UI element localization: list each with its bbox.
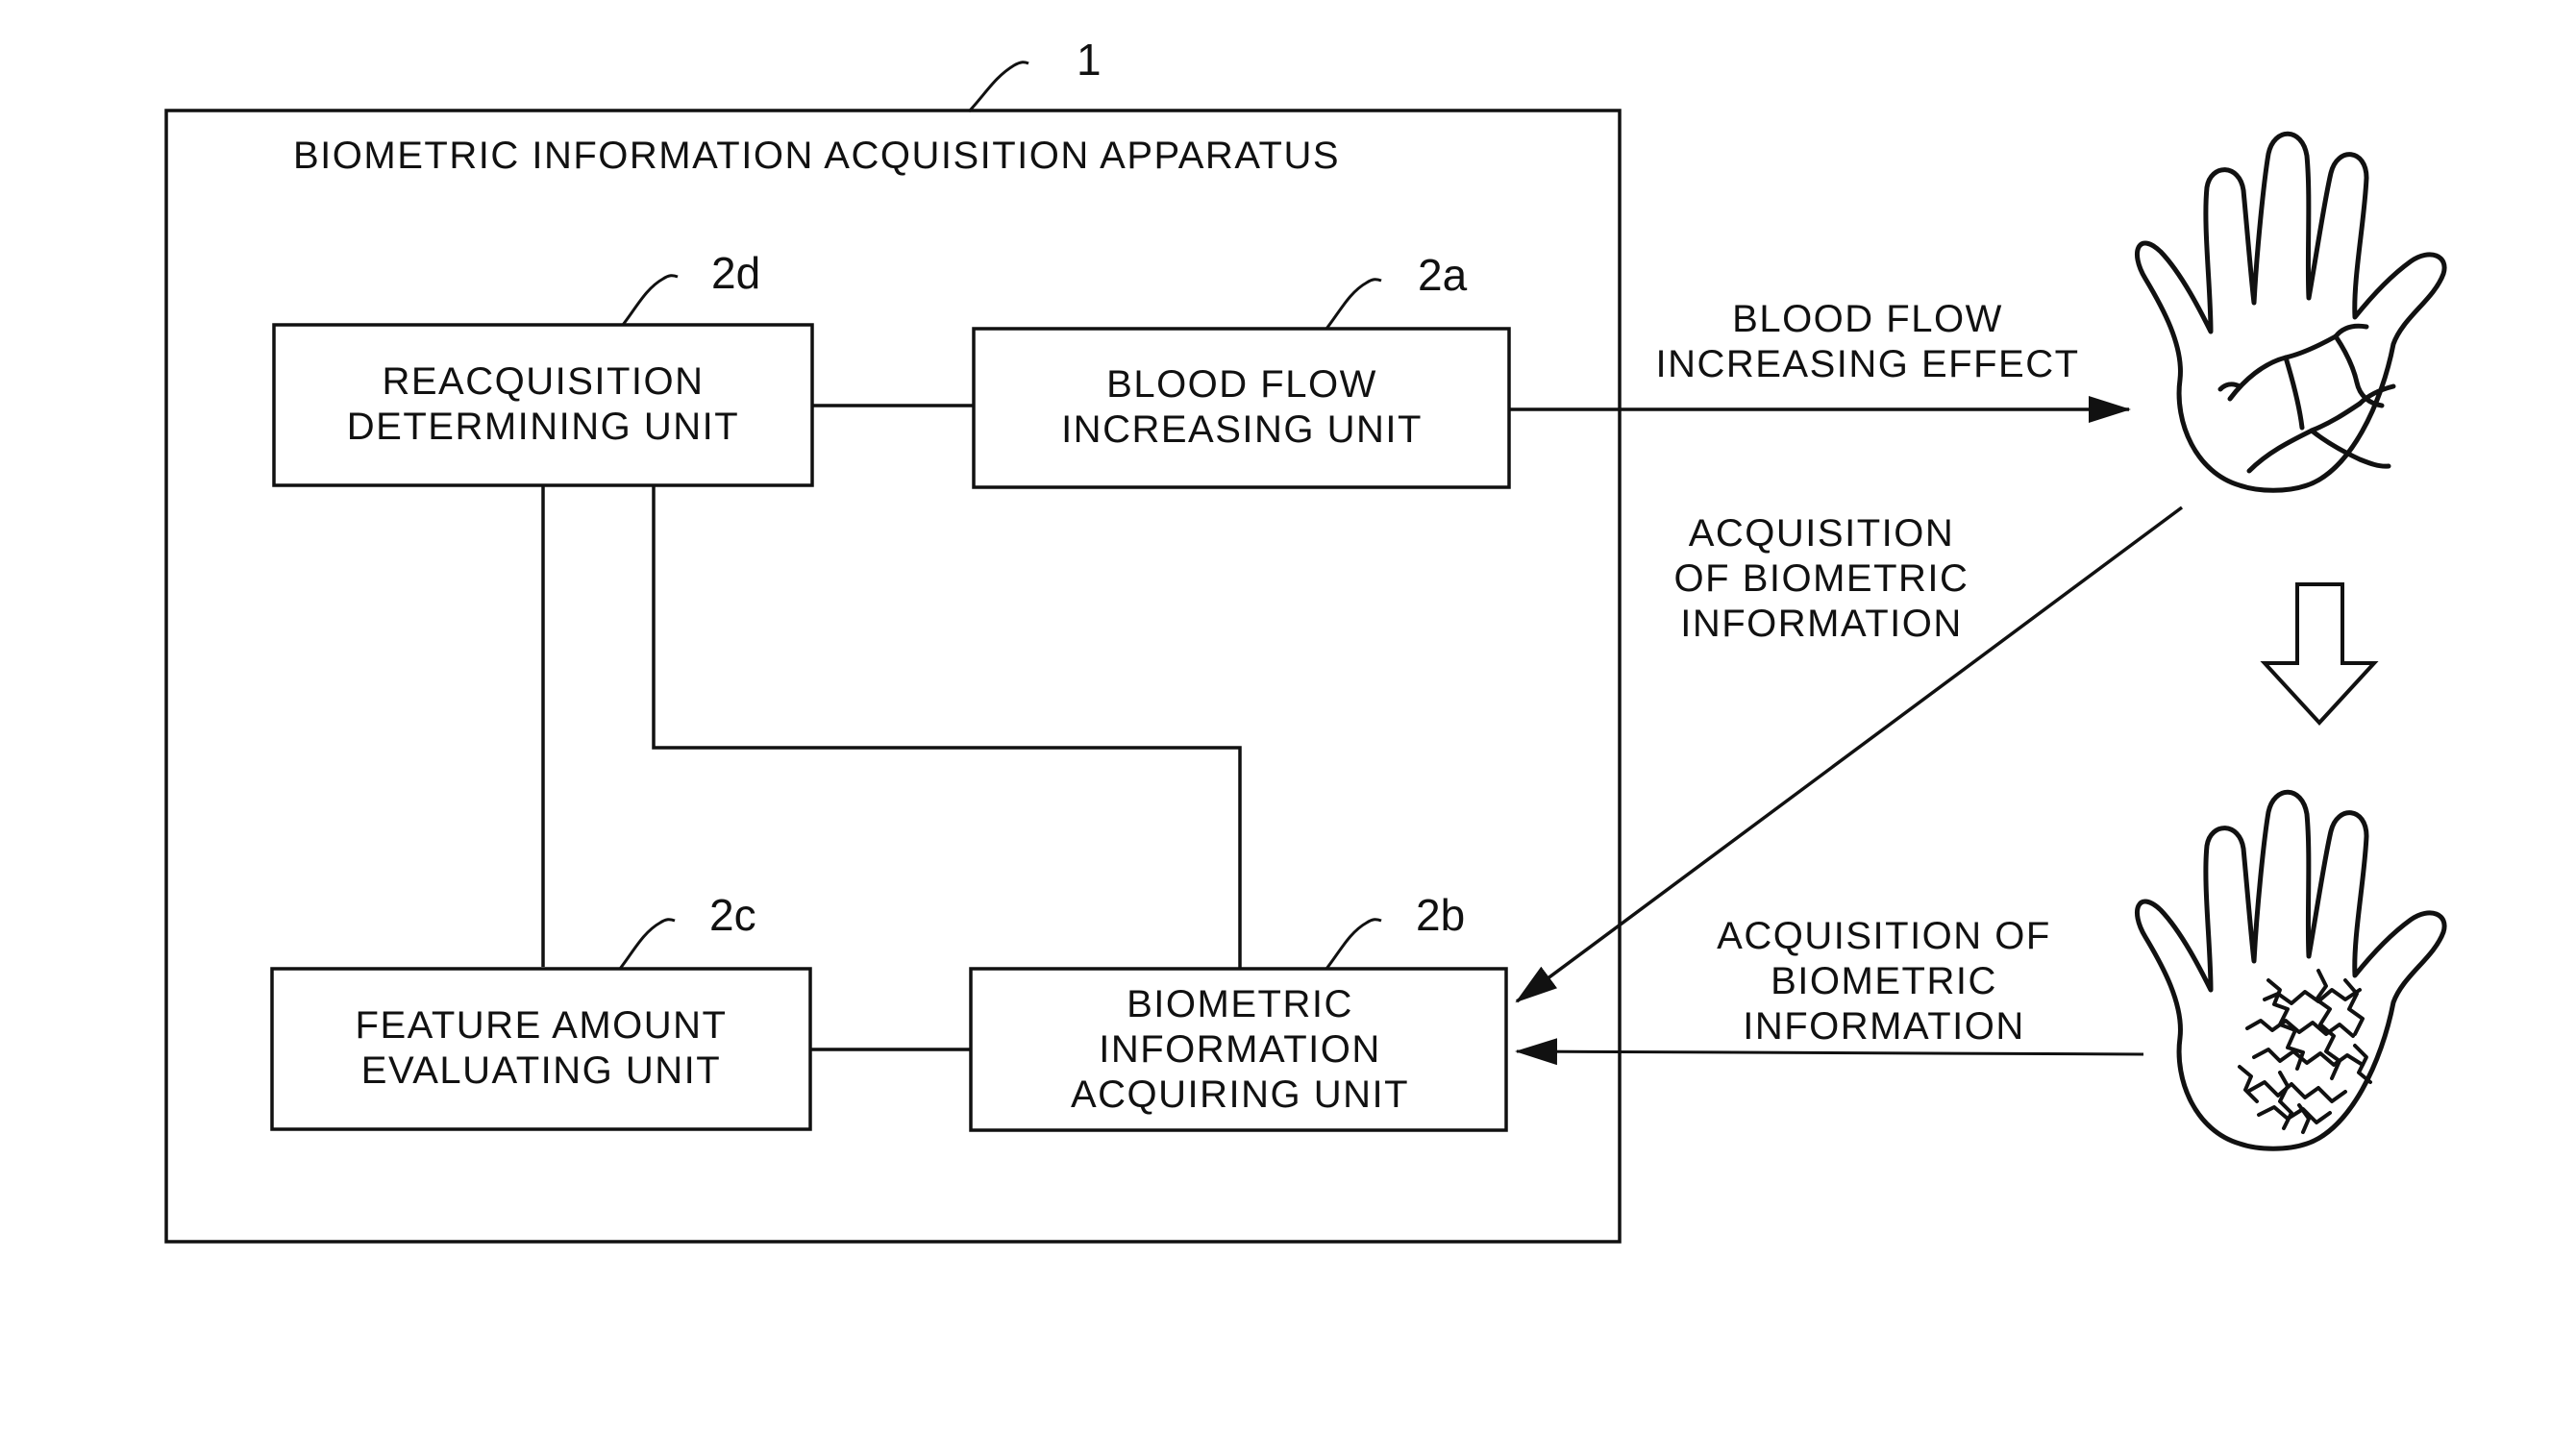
ref-leader-2b [1326,920,1381,969]
blood-flow-label-line1: BLOOD FLOW [1106,363,1377,406]
biometric-label-line2: INFORMATION [1099,1028,1381,1071]
ref-leader-2c [620,920,675,969]
acquisition-diag-line1: ACQUISITION [1689,512,1955,555]
arrow-acquisition-lower [1517,1051,2143,1054]
reacquisition-label-line2: DETERMINING UNIT [347,406,739,448]
hand-dense-veins-icon [2137,792,2444,1148]
biometric-label-line1: BIOMETRIC [1127,983,1353,1025]
blood-flow-effect-line2: INCREASING EFFECT [1655,343,2079,385]
acquisition-diag-line3: INFORMATION [1680,603,1963,645]
feature-label-line1: FEATURE AMOUNT [356,1004,728,1047]
apparatus-title: BIOMETRIC INFORMATION ACQUISITION APPARA… [293,135,1340,177]
ref-leader-2d [623,276,678,325]
ref-label-2c: 2c [709,890,756,940]
ref-label-2a: 2a [1418,250,1468,300]
hand-sparse-veins-icon [2137,134,2444,490]
ref-label-2d: 2d [711,248,760,298]
biometric-label-line3: ACQUIRING UNIT [1071,1073,1409,1116]
down-arrow-icon [2265,584,2374,723]
acquisition-lower-line2: BIOMETRIC [1771,960,1997,1002]
ref-label-2b: 2b [1416,890,1465,940]
feature-label-line2: EVALUATING UNIT [361,1049,721,1092]
blood-flow-effect-line1: BLOOD FLOW [1732,298,2003,340]
acquisition-diag-line2: OF BIOMETRIC [1674,557,1969,600]
acquisition-lower-line1: ACQUISITION OF [1717,915,2051,957]
ref-leader-1 [969,62,1028,111]
acquisition-lower-line3: INFORMATION [1743,1005,2025,1048]
reacquisition-label-line1: REACQUISITION [382,360,704,403]
ref-leader-2a [1326,280,1381,329]
ref-label-1: 1 [1077,35,1102,85]
blood-flow-label-line2: INCREASING UNIT [1061,408,1423,451]
